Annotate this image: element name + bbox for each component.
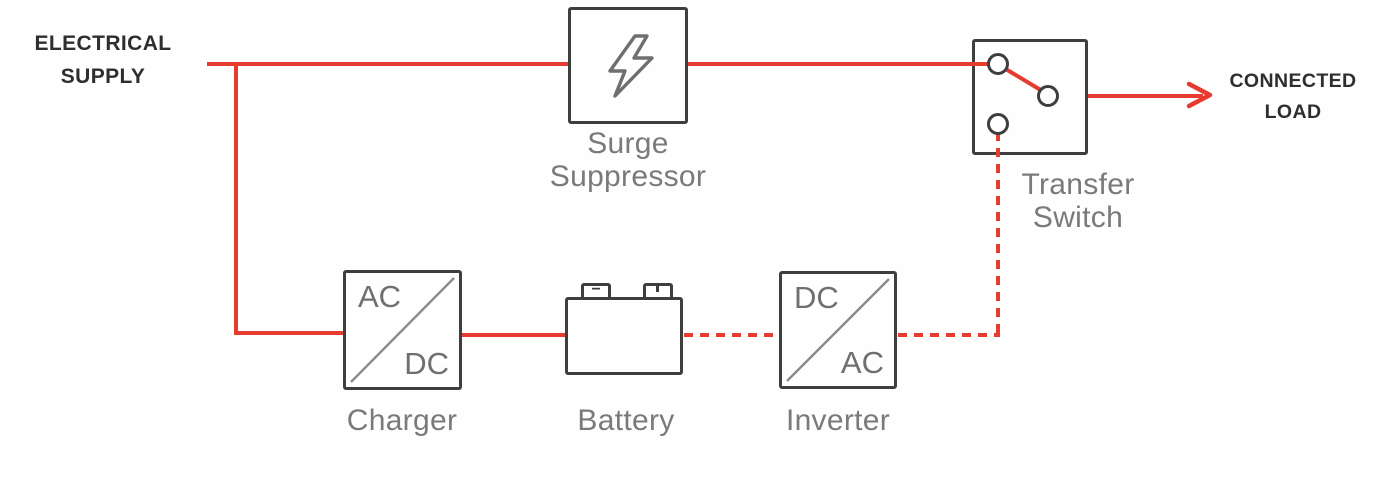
electrical-supply-label: ELECTRICAL SUPPLY bbox=[18, 27, 188, 93]
inverter-label: Inverter bbox=[785, 404, 891, 437]
wire-inverter-east-dashed bbox=[898, 333, 1000, 337]
inverter-dc-text: DC bbox=[794, 280, 839, 315]
inverter-ac-text: AC bbox=[840, 345, 884, 380]
battery-negative-terminal-mark: − bbox=[591, 281, 601, 298]
wire-surge-to-switch bbox=[688, 62, 976, 66]
battery-box bbox=[565, 297, 683, 375]
connected-load-label: CONNECTED LOAD bbox=[1208, 66, 1377, 128]
charger-box: AC DC bbox=[343, 270, 462, 390]
surge-suppressor-label-line1: Surge bbox=[587, 127, 669, 160]
lightning-bolt-icon bbox=[608, 34, 654, 98]
charger-dc-text: DC bbox=[404, 346, 449, 381]
battery-positive-terminal-mark bbox=[656, 284, 659, 292]
switch-contact-common bbox=[1037, 85, 1059, 107]
wire-inverter-to-switch-dashed bbox=[996, 132, 1000, 335]
surge-suppressor-box bbox=[568, 7, 688, 124]
wire-switch-to-load bbox=[1056, 94, 1203, 98]
surge-suppressor-label-line2: Suppressor bbox=[549, 160, 707, 193]
converter-diagonal-icon bbox=[350, 277, 455, 383]
surge-suppressor-label: Surge Suppressor bbox=[528, 127, 728, 193]
charger-label: Charger bbox=[346, 404, 458, 437]
transfer-switch-label-line1: Transfer bbox=[1021, 168, 1135, 201]
charger-ac-text: AC bbox=[358, 279, 402, 314]
wire-branch-to-charger bbox=[234, 331, 346, 335]
wire-battery-to-inverter-dashed bbox=[684, 333, 781, 337]
switch-contact-utility bbox=[987, 53, 1009, 75]
wire-switch-input-segment bbox=[972, 62, 992, 66]
connected-load-line2: LOAD bbox=[1264, 101, 1322, 123]
electrical-supply-line2: SUPPLY bbox=[60, 65, 146, 88]
wire-charger-to-battery bbox=[459, 333, 567, 337]
wire-supply-to-surge bbox=[207, 62, 568, 66]
inverter-box: DC AC bbox=[779, 271, 897, 389]
arrowhead-icon bbox=[1186, 81, 1213, 109]
wire-supply-branch-down bbox=[234, 62, 238, 335]
transfer-switch-label: Transfer Switch bbox=[978, 168, 1178, 234]
switch-contact-inverter bbox=[987, 113, 1009, 135]
converter-diagonal-icon bbox=[786, 278, 890, 382]
transfer-switch-label-line2: Switch bbox=[1032, 201, 1124, 234]
electrical-supply-line1: ELECTRICAL bbox=[34, 32, 172, 55]
battery-label: Battery bbox=[577, 404, 675, 437]
connected-load-line1: CONNECTED bbox=[1229, 70, 1357, 92]
